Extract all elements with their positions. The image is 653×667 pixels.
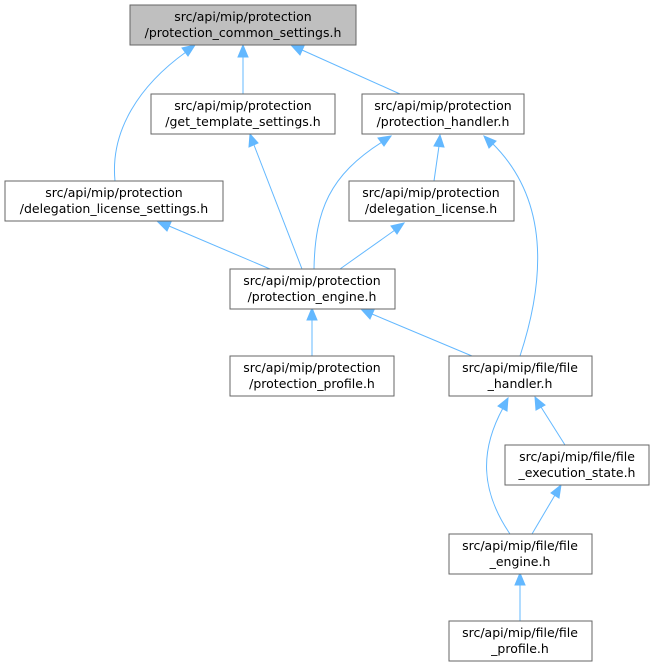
node-label-line2: /protection_handler.h	[377, 114, 510, 129]
edge-get-template-settings-to-protection-common-settings	[237, 43, 249, 94]
node-label-line1: src/api/mip/protection	[174, 98, 311, 113]
node-label-line2: /protection_common_settings.h	[145, 25, 342, 40]
node-label-line1: src/api/mip/protection	[362, 185, 499, 200]
node-delegation-license[interactable]: src/api/mip/protection /delegation_licen…	[348, 180, 515, 222]
node-label-line1: src/api/mip/protection	[243, 360, 380, 375]
node-label-line2: /protection_engine.h	[248, 289, 377, 304]
node-label-line2: /delegation_license_settings.h	[20, 201, 208, 216]
edge-delegation-license-settings-to-protection-common-settings	[113, 44, 197, 182]
node-label-line2: /get_template_settings.h	[165, 114, 320, 129]
node-get-template-settings[interactable]: src/api/mip/protection /get_template_set…	[150, 93, 336, 135]
edge-file-engine-to-file-handler	[486, 396, 511, 535]
node-protection-profile[interactable]: src/api/mip/protection /protection_profi…	[229, 355, 395, 397]
node-label-line1: src/api/mip/file/file	[462, 360, 578, 375]
node-label-line2: _profile.h	[490, 641, 549, 656]
node-file-execution-state[interactable]: src/api/mip/file/file _execution_state.h	[504, 444, 650, 486]
node-label-line2: _engine.h	[489, 554, 551, 569]
edge-file-handler-to-protection-handler	[483, 135, 539, 357]
edge-file-profile-to-file-engine	[514, 571, 526, 621]
edge-protection-engine-to-protection-handler	[313, 135, 393, 270]
node-label-line1: src/api/mip/file/file	[519, 449, 635, 464]
node-delegation-license-settings[interactable]: src/api/mip/protection /delegation_licen…	[4, 180, 224, 222]
edge-file-handler-to-protection-engine	[359, 308, 473, 357]
node-file-handler[interactable]: src/api/mip/file/file _handler.h	[448, 355, 593, 397]
edge-file-execution-state-to-file-handler	[534, 395, 566, 446]
edge-protection-engine-to-get-template-settings	[248, 132, 303, 270]
node-label-line2: /delegation_license.h	[365, 201, 497, 216]
node-label-line2: _handler.h	[487, 376, 553, 391]
node-label-line1: src/api/mip/protection	[243, 273, 380, 288]
node-label-line2: /protection_profile.h	[249, 376, 375, 391]
nodes: src/api/mip/protection /protection_commo…	[4, 4, 650, 662]
node-file-engine[interactable]: src/api/mip/file/file _engine.h	[448, 533, 593, 575]
node-protection-common-settings[interactable]: src/api/mip/protection /protection_commo…	[129, 4, 357, 46]
node-label-line1: src/api/mip/file/file	[462, 538, 578, 553]
node-label-line2: _execution_state.h	[518, 465, 636, 480]
edge-protection-handler-to-protection-common-settings	[289, 44, 401, 95]
node-file-profile[interactable]: src/api/mip/file/file _profile.h	[448, 620, 593, 662]
edge-delegation-license-to-protection-handler	[433, 133, 445, 182]
node-label-line1: src/api/mip/protection	[174, 9, 311, 24]
edges	[113, 43, 566, 621]
node-protection-engine[interactable]: src/api/mip/protection /protection_engin…	[229, 268, 396, 310]
edge-protection-engine-to-delegation-license-settings	[156, 221, 271, 270]
edge-protection-profile-to-protection-engine	[306, 306, 318, 356]
edge-file-engine-to-file-execution-state	[531, 483, 562, 535]
node-protection-handler[interactable]: src/api/mip/protection /protection_handl…	[361, 93, 525, 135]
node-label-line1: src/api/mip/protection	[45, 185, 182, 200]
node-label-line1: src/api/mip/file/file	[462, 625, 578, 640]
node-label-line1: src/api/mip/protection	[374, 98, 511, 113]
edge-protection-engine-to-delegation-license	[339, 222, 406, 270]
